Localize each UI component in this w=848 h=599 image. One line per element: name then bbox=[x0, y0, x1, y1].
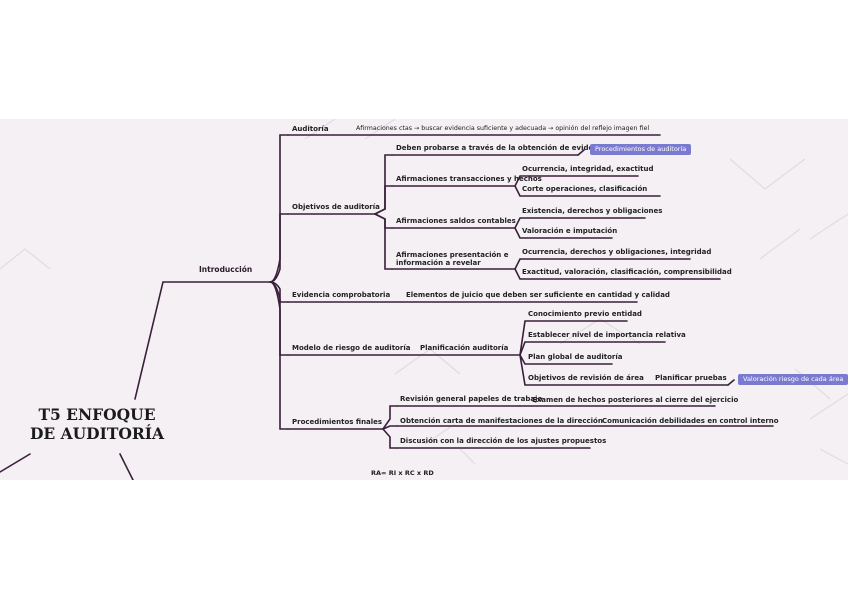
risk-formula: RA= RI x RC x RD bbox=[371, 469, 434, 477]
node-exactitud-valoracion[interactable]: Exactitud, valoración, clasificación, co… bbox=[522, 268, 732, 276]
tag-valoracion-riesgo[interactable]: Valoración riesgo de cada área bbox=[738, 374, 848, 385]
node-objetivos-revision[interactable]: Objetivos de revisión de área bbox=[528, 374, 644, 382]
node-valoracion-imputacion[interactable]: Valoración e imputación bbox=[522, 227, 618, 235]
connector-lines bbox=[0, 134, 774, 480]
node-deben-probarse[interactable]: Deben probarse a través de la obtención … bbox=[396, 144, 614, 152]
node-corte-operaciones[interactable]: Corte operaciones, clasificación bbox=[522, 185, 648, 193]
node-comunicacion-debilidades[interactable]: Comunicación debilidades en control inte… bbox=[602, 417, 779, 425]
node-existencia-derechos[interactable]: Existencia, derechos y obligaciones bbox=[522, 207, 663, 215]
central-topic[interactable]: T5 ENFOQUE DE AUDITORÍA bbox=[22, 405, 172, 443]
main-branch-introduccion[interactable]: Introducción bbox=[199, 265, 253, 274]
node-afirmaciones-saldos[interactable]: Afirmaciones saldos contables bbox=[396, 217, 516, 225]
node-plan-global[interactable]: Plan global de auditoría bbox=[528, 353, 623, 361]
node-evidencia[interactable]: Evidencia comprobatoria bbox=[292, 291, 391, 299]
node-modelo-riesgo[interactable]: Modelo de riesgo de auditoría bbox=[292, 344, 411, 352]
node-ocurrencia-derechos-integridad[interactable]: Ocurrencia, derechos y obligaciones, int… bbox=[522, 248, 712, 256]
node-evidencia-detail[interactable]: Elementos de juicio que deben ser sufici… bbox=[406, 291, 670, 299]
node-auditoria-detail[interactable]: Afirmaciones ctas → buscar evidencia suf… bbox=[356, 125, 650, 132]
node-objetivos[interactable]: Objetivos de auditoría bbox=[292, 203, 380, 211]
node-conocimiento-previo[interactable]: Conocimiento previo entidad bbox=[528, 310, 642, 318]
node-auditoria[interactable]: Auditoría bbox=[292, 125, 329, 133]
node-obtencion-carta[interactable]: Obtención carta de manifestaciones de la… bbox=[400, 417, 603, 425]
node-afirmaciones-transacciones[interactable]: Afirmaciones transacciones y hechos bbox=[396, 175, 542, 183]
node-planificacion[interactable]: Planificación auditoría bbox=[420, 344, 509, 352]
mindmap-canvas: T5 ENFOQUE DE AUDITORÍA Introducción Aud… bbox=[0, 119, 848, 480]
node-planificar-pruebas[interactable]: Planificar pruebas bbox=[655, 374, 727, 382]
tag-procedimientos-auditoria[interactable]: Procedimientos de auditoría bbox=[590, 144, 692, 155]
node-presentacion-line-2: información a revelar bbox=[396, 259, 481, 267]
node-procedimientos-finales[interactable]: Procedimientos finales bbox=[292, 418, 383, 426]
node-examen-hechos[interactable]: Examen de hechos posteriores al cierre d… bbox=[532, 396, 739, 404]
title-line-1: T5 ENFOQUE bbox=[38, 405, 156, 424]
node-discusion-direccion[interactable]: Discusión con la dirección de los ajuste… bbox=[400, 437, 607, 445]
node-presentacion-line-1: Afirmaciones presentación e bbox=[396, 251, 509, 259]
title-line-2: DE AUDITORÍA bbox=[29, 424, 165, 443]
node-ocurrencia-integridad[interactable]: Ocurrencia, integridad, exactitud bbox=[522, 165, 654, 173]
node-importancia-relativa[interactable]: Establecer nivel de importancia relativa bbox=[528, 331, 686, 339]
node-afirmaciones-presentacion[interactable]: Afirmaciones presentación e información … bbox=[396, 251, 508, 267]
node-revision-general[interactable]: Revisión general papeles de trabajo bbox=[400, 395, 543, 403]
